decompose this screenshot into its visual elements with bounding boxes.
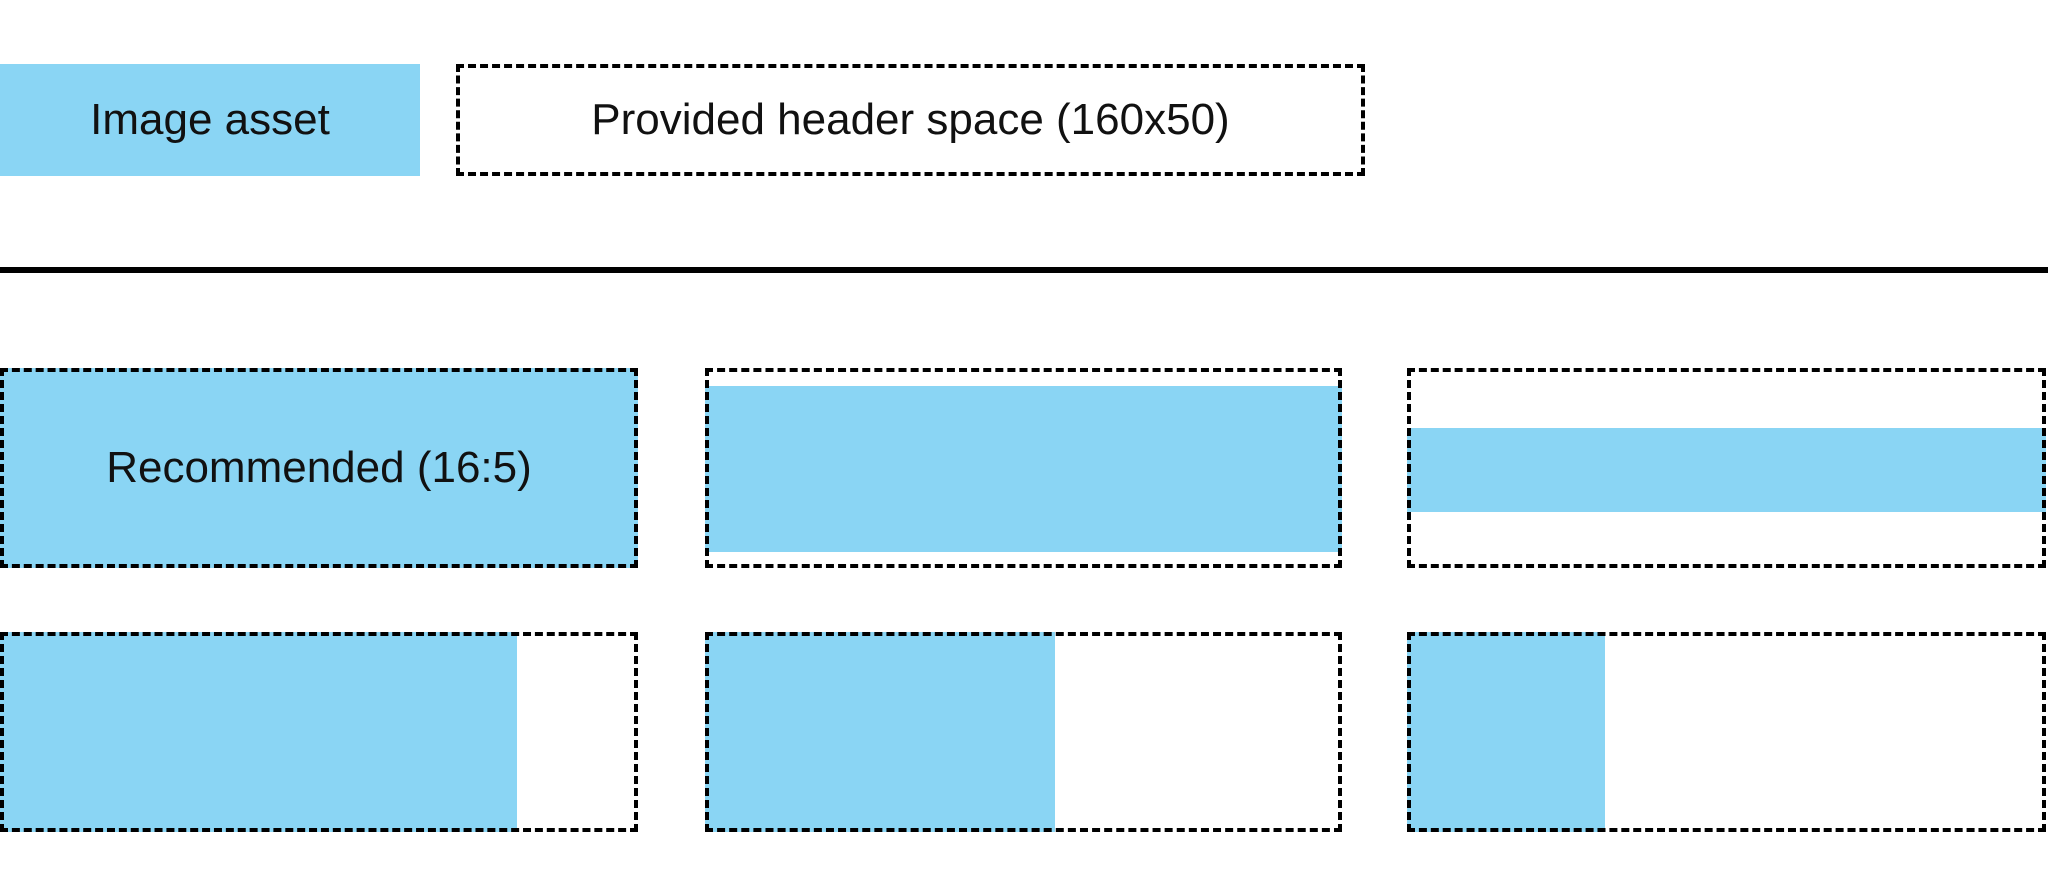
header-space-example-recommended: Recommended (16:5) <box>0 368 638 568</box>
image-asset-fill <box>0 632 517 832</box>
image-asset-fill <box>1407 632 1606 832</box>
header-space-example-pillarbox-55 <box>705 632 1342 832</box>
image-asset-fill <box>705 386 1342 552</box>
legend-header-space-label: Provided header space (160x50) <box>591 95 1230 144</box>
section-divider <box>0 267 2048 273</box>
legend-image-asset-swatch: Image asset <box>0 64 420 176</box>
legend-header-space-box: Provided header space (160x50) <box>456 64 1365 176</box>
header-space-example-small-letterbox <box>705 368 1342 568</box>
recommended-ratio-label: Recommended (16:5) <box>106 443 532 492</box>
header-space-example-pillarbox-81 <box>0 632 638 832</box>
image-asset-fill <box>705 632 1056 832</box>
header-space-example-large-letterbox <box>1407 368 2046 568</box>
header-space-example-pillarbox-31 <box>1407 632 2046 832</box>
legend-image-asset-label: Image asset <box>90 95 330 144</box>
image-asset-fill <box>1407 428 2046 512</box>
image-asset-fill <box>0 368 638 568</box>
